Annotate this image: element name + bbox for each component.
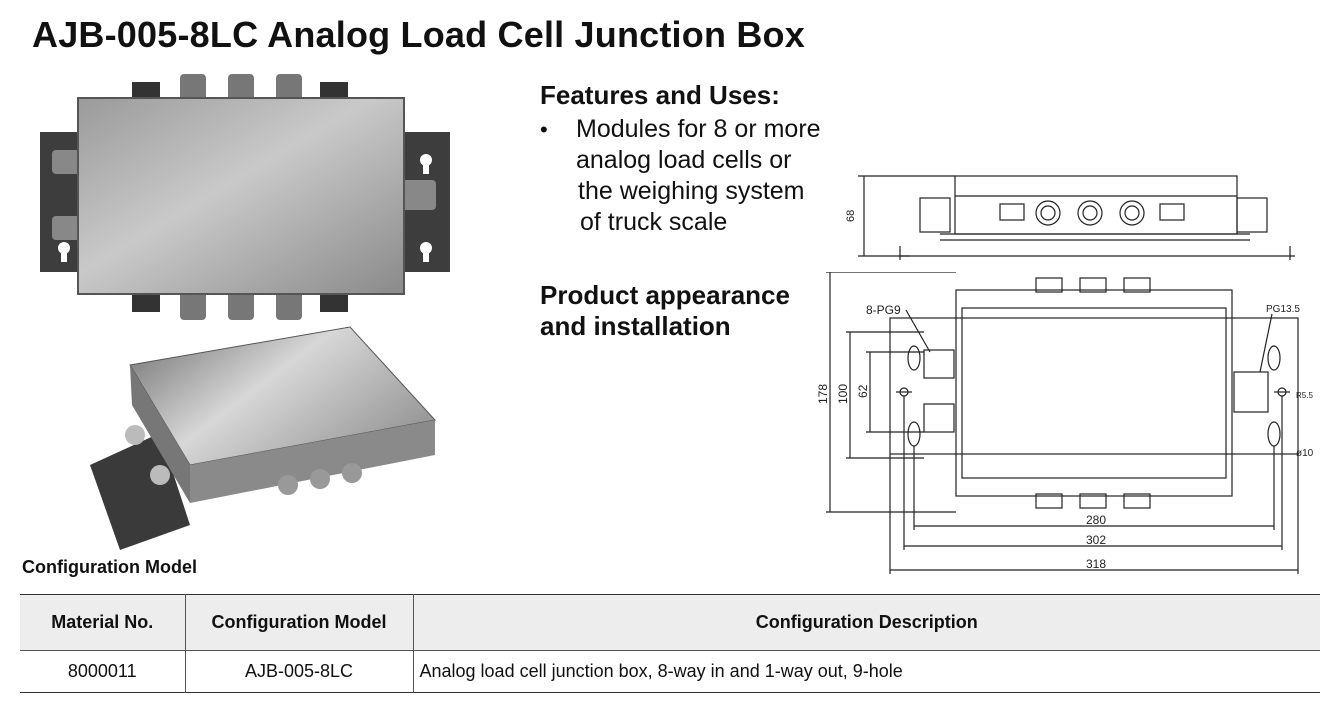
top-view-drawing: 8-PG9 PG13.5 R5.5 ø10 178 100 62 280 302… (816, 272, 1314, 574)
dim-62: 62 (856, 384, 870, 398)
header-configuration-description: Configuration Description (412, 594, 1320, 651)
product-photo-top (40, 74, 450, 320)
dim-100: 100 (836, 384, 850, 404)
dim-height: 68 (845, 210, 857, 222)
header-configuration-model: Configuration Model (184, 594, 413, 651)
cell-configuration-model: AJB-005-8LC (184, 650, 413, 693)
features-line: of truck scale (580, 208, 728, 236)
cell-configuration-description: Analog load cell junction box, 8-way in … (412, 650, 1320, 693)
appearance-line: Product appearance (540, 280, 790, 310)
dim-280: 280 (1086, 513, 1106, 527)
features-heading: Features and Uses: (540, 80, 780, 110)
cell-material-no: 8000011 (67, 661, 137, 681)
configuration-table: Material No. Configuration Model Configu… (20, 594, 1320, 693)
header-material-no: Material No. (51, 612, 154, 632)
table-row: 8000011 AJB-005-8LC Analog load cell jun… (20, 650, 1320, 693)
dim-302: 302 (1086, 533, 1106, 547)
bullet-dot: • (540, 117, 548, 142)
features-bullet: • Modules for 8 or more analog load cell… (540, 114, 870, 244)
features-line: Modules for 8 or more (576, 115, 821, 143)
table-header-row: Material No. Configuration Model Configu… (20, 594, 1320, 651)
page-title: AJB-005-8LC Analog Load Cell Junction Bo… (32, 14, 805, 55)
dim-178: 178 (816, 384, 830, 404)
dim-318: 318 (1086, 557, 1106, 571)
features-line: analog load cells or (576, 146, 792, 174)
features-line: the weighing system (578, 177, 805, 205)
label-r5-5: R5.5 (1296, 391, 1313, 400)
features-section: Features and Uses: • Modules for 8 or mo… (540, 80, 870, 244)
product-photo-angled (90, 326, 436, 550)
label-pg13-5: PG13.5 (1266, 304, 1300, 315)
configuration-heading: Configuration Model (22, 557, 197, 577)
appearance-line: and installation (540, 311, 731, 341)
side-view-drawing: 68 (845, 175, 1295, 260)
label-phi10: ø10 (1296, 448, 1314, 459)
label-8-pg9: 8-PG9 (866, 303, 901, 317)
appearance-heading: Product appearance and installation (540, 280, 790, 342)
